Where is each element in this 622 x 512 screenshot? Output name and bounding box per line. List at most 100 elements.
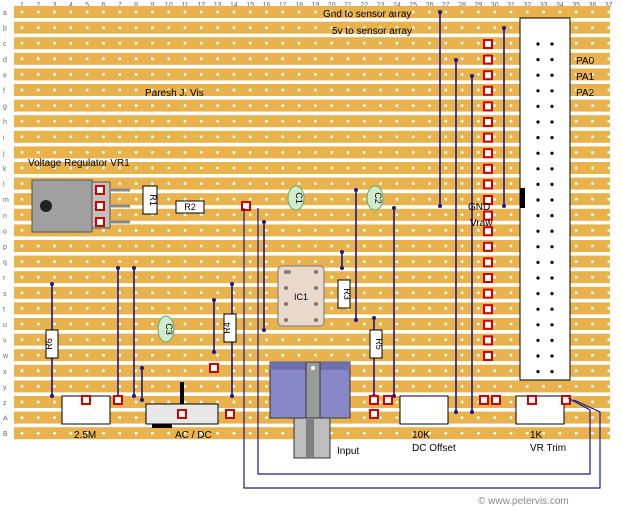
- column-number: 24: [393, 2, 401, 9]
- strip-hole: [20, 385, 24, 388]
- strip-hole: [297, 119, 301, 123]
- solder-pad: [483, 70, 493, 81]
- strip-hole: [281, 431, 285, 435]
- strip-hole: [134, 385, 138, 388]
- header-pin: [536, 58, 540, 62]
- strip-hole: [265, 104, 268, 107]
- strip-hole: [460, 73, 464, 76]
- row-letter: v: [3, 338, 7, 345]
- strip-hole: [428, 307, 431, 310]
- strip-hole: [493, 213, 497, 217]
- strip-hole: [36, 119, 40, 123]
- strip-hole: [477, 135, 480, 139]
- strip-hole: [167, 151, 171, 154]
- strip-hole: [265, 307, 268, 310]
- strip-hole: [460, 135, 464, 139]
- strip-hole: [199, 197, 203, 201]
- strip-hole: [428, 57, 431, 61]
- strip-hole: [444, 88, 448, 92]
- copper-strip: [14, 162, 610, 174]
- strip-hole: [395, 182, 399, 186]
- strip-hole: [330, 244, 334, 248]
- strip-hole: [151, 182, 154, 186]
- strip-hole: [395, 229, 399, 232]
- strip-hole: [134, 41, 138, 45]
- copper-strip: [14, 146, 610, 159]
- solder-pad: [479, 395, 489, 405]
- input-jack: [269, 361, 351, 459]
- strip-hole: [314, 135, 317, 139]
- ic1: [277, 265, 325, 327]
- strip-hole: [607, 104, 611, 107]
- solder-pad: [241, 201, 251, 211]
- strip-hole: [85, 385, 89, 388]
- strip-hole: [216, 10, 220, 14]
- strip-hole: [248, 338, 252, 341]
- strip-hole: [85, 244, 89, 248]
- strip-hole: [330, 229, 334, 232]
- strip-hole: [509, 10, 513, 14]
- strip-hole: [134, 119, 138, 123]
- strip-hole: [362, 260, 366, 263]
- strip-hole: [265, 57, 268, 61]
- strip-hole: [151, 353, 154, 357]
- strip-hole: [36, 151, 40, 154]
- strip-hole: [183, 260, 187, 263]
- strip-hole: [53, 57, 56, 61]
- strip-hole: [493, 291, 497, 295]
- strip-hole: [330, 197, 334, 201]
- strip-hole: [428, 322, 431, 326]
- strip-hole: [509, 213, 513, 217]
- strip-hole: [151, 385, 154, 388]
- strip-hole: [460, 213, 464, 217]
- strip-hole: [183, 151, 187, 154]
- strip-hole: [183, 182, 187, 186]
- strip-hole: [281, 41, 285, 45]
- strip-hole: [444, 197, 448, 201]
- strip-hole: [591, 369, 594, 373]
- strip-hole: [477, 353, 480, 357]
- strip-hole: [85, 322, 89, 326]
- strip-hole: [216, 229, 220, 232]
- solder-pad: [225, 409, 235, 419]
- strip-hole: [509, 353, 513, 357]
- strip-hole: [248, 275, 252, 279]
- strip-hole: [428, 229, 431, 232]
- ic-pin: [314, 270, 318, 274]
- row-letter: n: [3, 213, 7, 220]
- strip-hole: [36, 166, 40, 170]
- strip-hole: [574, 135, 578, 139]
- strip-hole: [330, 182, 334, 186]
- strip-hole: [574, 166, 578, 170]
- strip-hole: [248, 416, 252, 419]
- strip-hole: [248, 104, 252, 107]
- strip-hole: [265, 26, 268, 29]
- strip-hole: [460, 244, 464, 248]
- strip-hole: [314, 41, 317, 45]
- strip-hole: [362, 26, 366, 29]
- header-pin: [550, 245, 554, 249]
- strip-hole: [20, 369, 24, 373]
- strip-hole: [314, 26, 317, 29]
- strip-hole: [362, 275, 366, 279]
- strip-hole: [607, 338, 611, 341]
- strip-hole: [20, 166, 24, 170]
- strip-hole: [216, 291, 220, 295]
- strip-hole: [232, 291, 236, 295]
- solder-pad: [95, 217, 105, 227]
- strip-hole: [395, 307, 399, 310]
- strip-hole: [102, 104, 105, 107]
- strip-hole: [36, 73, 40, 76]
- strip-hole: [20, 88, 24, 92]
- strip-hole: [248, 26, 252, 29]
- strip-hole: [216, 135, 220, 139]
- strip-hole: [591, 119, 594, 123]
- off-board-wires: [243, 208, 601, 489]
- strip-hole: [444, 369, 448, 373]
- strip-hole: [509, 322, 513, 326]
- strip-hole: [216, 385, 220, 388]
- strip-hole: [118, 353, 122, 357]
- strip-hole: [477, 151, 480, 154]
- strip-hole: [395, 260, 399, 263]
